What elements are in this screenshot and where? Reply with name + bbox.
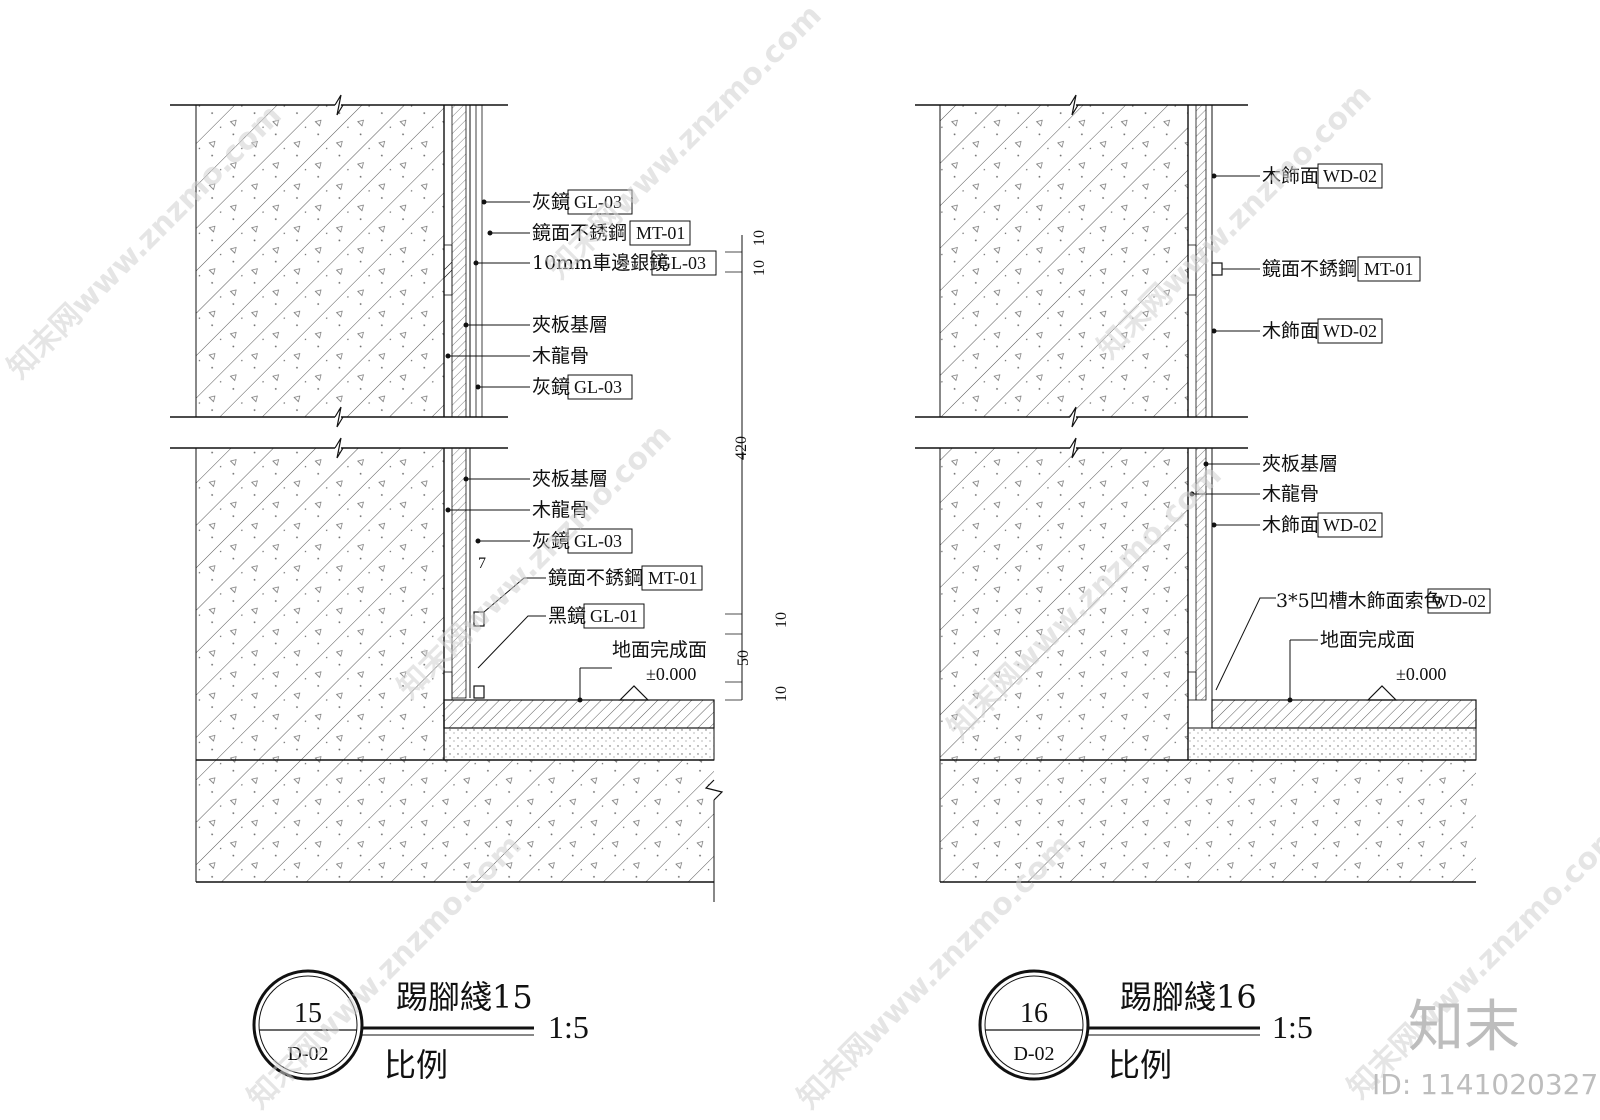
floor-level-15: ±0.000 bbox=[646, 664, 696, 684]
dim-15-4: 10 bbox=[773, 612, 790, 628]
label-16-u2: 木飾面 bbox=[1262, 320, 1319, 342]
detail-title-15: 踢腳綫15 bbox=[396, 978, 533, 1016]
floor-finish-16 bbox=[1211, 699, 1477, 729]
code-16-u0: WD-02 bbox=[1323, 166, 1377, 186]
floor-label-15: 地面完成面 bbox=[612, 639, 707, 661]
label-15-u2: 10mm車邊銀鏡 bbox=[532, 252, 668, 274]
label-15-u0: 灰鏡 bbox=[532, 191, 570, 213]
wall-lower-15 bbox=[196, 448, 444, 760]
slab-16 bbox=[940, 760, 1476, 882]
label-15-u3: 夾板基層 bbox=[532, 314, 608, 336]
leader-dots-15 bbox=[445, 199, 493, 544]
label-16-l1: 木龍骨 bbox=[1262, 483, 1319, 505]
code-16-u2: WD-02 bbox=[1323, 321, 1377, 341]
label-15-l0: 夾板基層 bbox=[532, 468, 608, 490]
labels-15: 灰鏡 GL-03 鏡面不銹鋼 MT-01 10mm車邊銀鏡 GL-03 夾板基層… bbox=[478, 189, 790, 702]
leader-dots-16 bbox=[1189, 173, 1217, 528]
label-15-l2: 灰鏡 bbox=[532, 530, 570, 552]
code-15-l2: GL-03 bbox=[574, 531, 622, 551]
detail-scale-16: 1:5 bbox=[1272, 1009, 1313, 1045]
dim-15-3: 7 bbox=[478, 555, 486, 572]
floor-label-16: 地面完成面 bbox=[1320, 629, 1415, 651]
detail-16 bbox=[915, 94, 1477, 883]
scale-label-15: 比例 bbox=[384, 1046, 448, 1084]
dim-15-0: 10 bbox=[751, 230, 768, 246]
code-15-l4: GL-01 bbox=[590, 606, 638, 626]
image-id: ID: 1141020327 bbox=[1372, 1068, 1598, 1101]
dim-15-1: 10 bbox=[751, 260, 768, 276]
code-15-l3: MT-01 bbox=[648, 568, 697, 588]
label-15-u1: 鏡面不銹鋼 bbox=[532, 222, 627, 244]
code-15-u0: GL-03 bbox=[574, 192, 622, 212]
floor-level-16: ±0.000 bbox=[1396, 664, 1446, 684]
code-15-u1: MT-01 bbox=[636, 223, 685, 243]
leaders-15 bbox=[448, 201, 546, 669]
label-15-u4: 木龍骨 bbox=[532, 345, 589, 367]
title-block-16: 16 D-02 踢腳綫16 1:5 比例 bbox=[978, 969, 1313, 1084]
code-15-u2: GL-03 bbox=[658, 253, 706, 273]
detail-title-16: 踢腳綫16 bbox=[1120, 978, 1257, 1016]
label-15-u5: 灰鏡 bbox=[532, 376, 570, 398]
detail-number-16: 16 bbox=[1020, 998, 1048, 1029]
title-block-15: 15 D-02 踢腳綫15 1:5 比例 bbox=[252, 969, 589, 1084]
label-16-u0: 木飾面 bbox=[1262, 165, 1319, 187]
label-15-l3: 鏡面不銹鋼 bbox=[548, 567, 643, 589]
sheet-ref-15: D-02 bbox=[287, 1043, 328, 1065]
wall-upper-16 bbox=[940, 105, 1188, 417]
detail-scale-15: 1:5 bbox=[548, 1009, 589, 1045]
dim-15-2: 420 bbox=[733, 436, 750, 460]
label-16-l3: 3*5凹槽木飾面索色 bbox=[1276, 590, 1443, 612]
label-15-l4: 黑鏡 bbox=[548, 605, 586, 627]
dim-15-5: 50 bbox=[735, 650, 752, 666]
code-16-u1: MT-01 bbox=[1364, 259, 1413, 279]
label-15-l1: 木龍骨 bbox=[532, 499, 589, 521]
leaders-16 bbox=[1192, 175, 1260, 526]
code-15-u5: GL-03 bbox=[574, 377, 622, 397]
code-16-l2: WD-02 bbox=[1323, 515, 1377, 535]
detail-15 bbox=[170, 94, 743, 902]
label-16-l0: 夾板基層 bbox=[1262, 453, 1338, 475]
dim-15-6: 10 bbox=[773, 686, 790, 702]
wall-upper-15 bbox=[196, 105, 444, 417]
detail-number-15: 15 bbox=[294, 998, 322, 1029]
wall-lower-16 bbox=[940, 448, 1188, 760]
floor-finish-15 bbox=[443, 699, 715, 729]
screed-15 bbox=[443, 727, 715, 761]
brand-logo: 知末 bbox=[1408, 995, 1520, 1060]
labels-16: 木飾面 WD-02 鏡面不銹鋼 MT-01 木飾面 WD-02 夾板基層 木龍骨… bbox=[1262, 163, 1491, 684]
label-16-l2: 木飾面 bbox=[1262, 514, 1319, 536]
code-16-l3: WD-02 bbox=[1432, 591, 1486, 611]
label-16-u1: 鏡面不銹鋼 bbox=[1262, 258, 1357, 280]
scale-label-16: 比例 bbox=[1108, 1046, 1172, 1084]
slab-15 bbox=[196, 760, 714, 882]
screed-16 bbox=[1187, 727, 1477, 761]
sheet-ref-16: D-02 bbox=[1013, 1043, 1054, 1065]
